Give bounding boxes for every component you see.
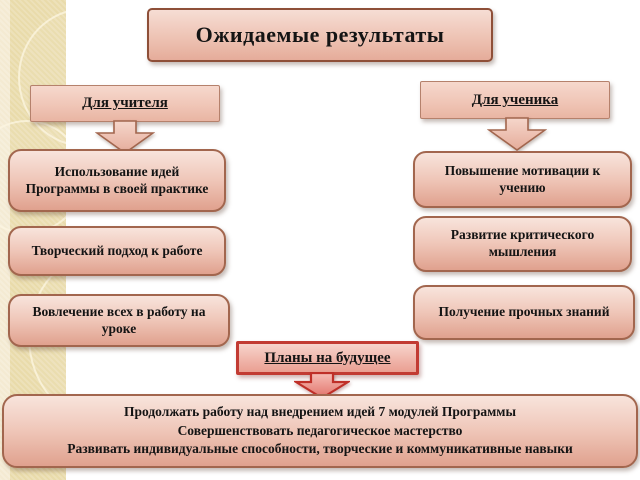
page-title-text: Ожидаемые результаты xyxy=(195,22,445,48)
down-arrow-red-icon xyxy=(294,372,350,400)
plans-line-1: Продолжать работу над внедрением идей 7 … xyxy=(123,403,517,419)
down-arrow-icon xyxy=(487,117,547,152)
down-arrow-icon xyxy=(95,120,155,155)
teacher-item-2-text: Творческий подход к работе xyxy=(31,242,203,258)
plans-header: Планы на будущее xyxy=(236,341,419,375)
teacher-item-2: Творческий подход к работе xyxy=(8,226,226,276)
plans-line-3: Развивать индивидуальные способности, тв… xyxy=(67,441,573,457)
teacher-column-header: Для учителя xyxy=(30,85,220,122)
student-header-text: Для ученика xyxy=(471,91,559,108)
student-item-1-text: Повышение мотивации к учению xyxy=(444,162,601,195)
student-column-header: Для ученика xyxy=(420,81,610,119)
plans-line-2: Совершенствовать педагогическое мастерст… xyxy=(177,422,463,438)
plans-header-text: Планы на будущее xyxy=(264,349,391,366)
page-title: Ожидаемые результаты xyxy=(147,8,493,62)
teacher-item-3: Вовлечение всех в работу на уроке xyxy=(8,294,230,347)
student-item-2: Развитие критического мышления xyxy=(413,216,632,272)
student-item-3: Получение прочных знаний xyxy=(413,285,635,340)
teacher-item-3-text: Вовлечение всех в работу на уроке xyxy=(32,303,206,336)
plans-detail-box: Продолжать работу над внедрением идей 7 … xyxy=(2,394,638,468)
student-item-1: Повышение мотивации к учению xyxy=(413,151,632,208)
student-item-3-text: Получение прочных знаний xyxy=(438,304,610,320)
teacher-header-text: Для учителя xyxy=(82,95,168,112)
teacher-item-1-text: Использование идей Программы в своей пра… xyxy=(25,163,209,196)
student-item-2-text: Развитие критического мышления xyxy=(450,227,595,259)
teacher-item-1: Использование идей Программы в своей пра… xyxy=(8,149,226,212)
